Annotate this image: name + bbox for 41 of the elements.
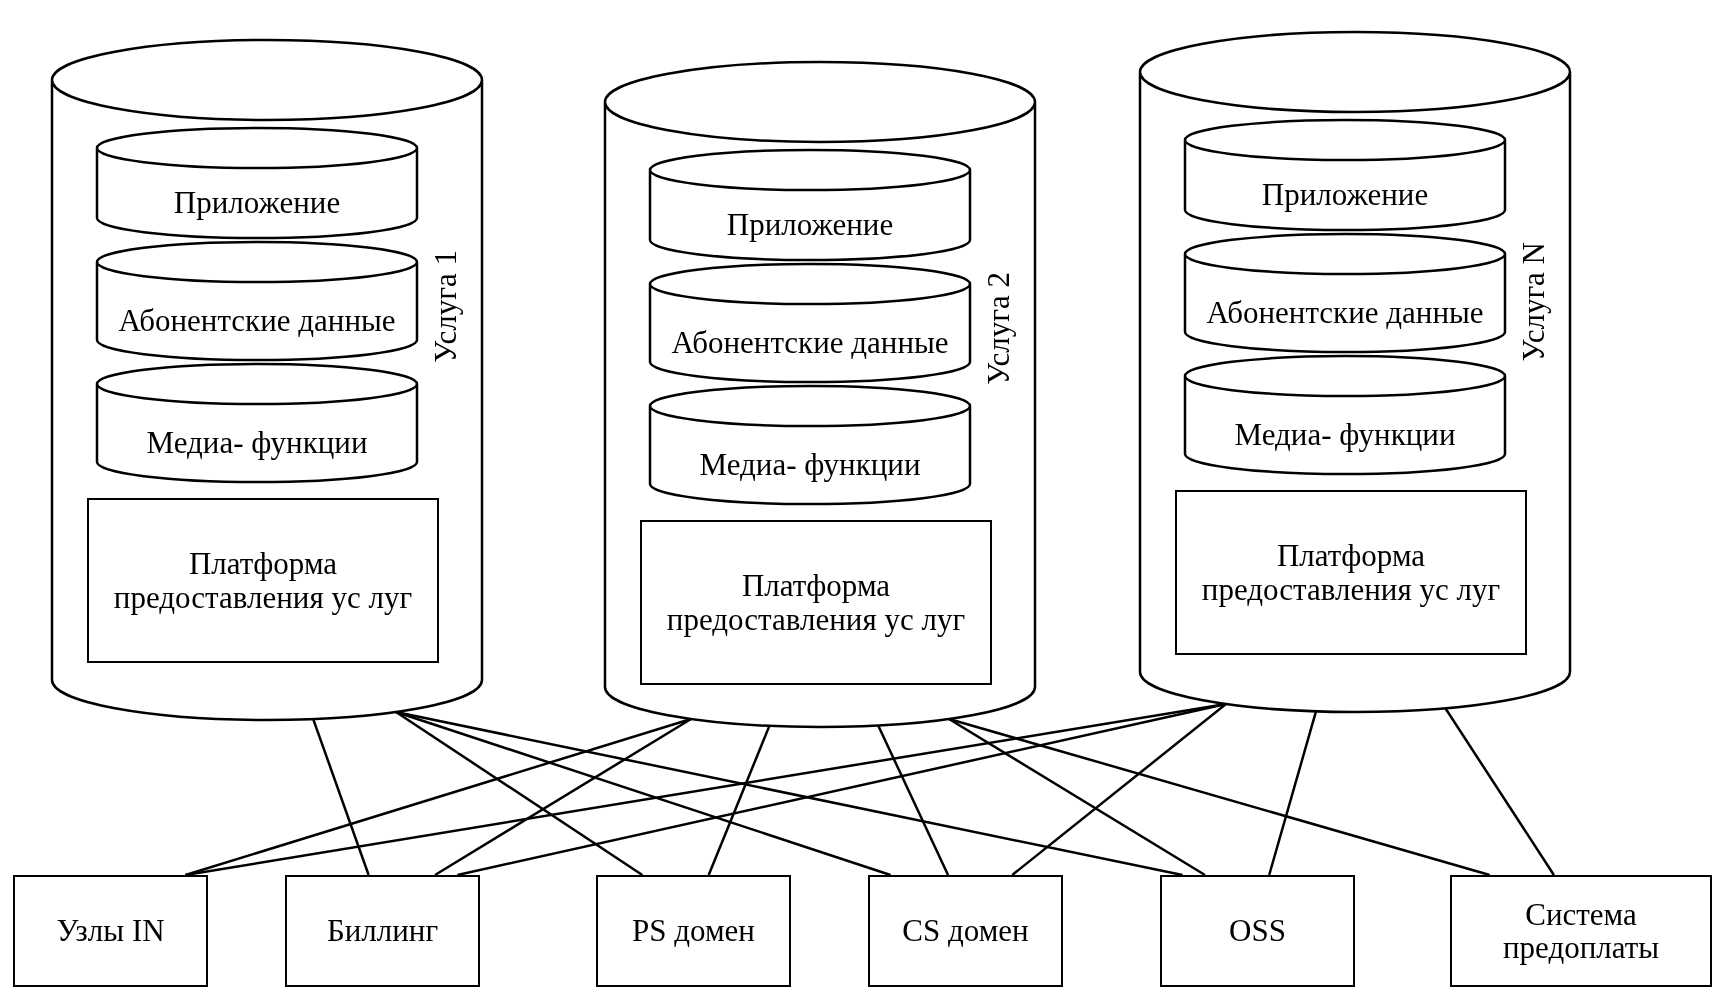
system-box	[596, 875, 791, 987]
platform-box	[87, 498, 439, 663]
system-box	[285, 875, 480, 987]
layer-label: Приложение	[1261, 178, 1429, 212]
connector-line	[395, 710, 643, 877]
service-label: Услуга N	[1516, 242, 1552, 362]
connector-line	[1268, 711, 1318, 876]
box-label: Биллинг	[325, 914, 440, 948]
box-label: CS домен	[901, 914, 1030, 948]
layer-label: Абонентские данные	[1206, 296, 1484, 330]
system-box	[1160, 875, 1355, 987]
box-label: OSS	[1228, 914, 1287, 948]
connector-line	[948, 717, 1491, 877]
service-label: Услуга 1	[428, 250, 464, 363]
box-label: Платформа предоставления ус луг	[112, 547, 414, 614]
layer-label: Приложение	[173, 186, 341, 220]
box-label: PS домен	[631, 914, 756, 948]
connector-line	[877, 725, 950, 876]
platform-box	[640, 520, 992, 685]
box-label: Система предоплаты	[1501, 897, 1661, 965]
connector-line	[1011, 703, 1227, 876]
platform-box	[1175, 490, 1527, 655]
connector-line	[395, 710, 1183, 877]
system-box	[13, 875, 208, 987]
layer-label: Приложение	[726, 208, 894, 242]
box-label: Платформа предоставления ус луг	[1200, 539, 1502, 606]
connector-line	[948, 717, 1206, 877]
connector-line	[1444, 707, 1555, 876]
layer-label: Медиа- функции	[1234, 418, 1456, 452]
layer-label: Абонентские данные	[118, 304, 396, 338]
layer-label: Медиа- функции	[699, 448, 921, 482]
connector-line	[707, 725, 771, 876]
box-label: Платформа предоставления ус луг	[665, 569, 967, 636]
layer-label: Медиа- функции	[146, 426, 368, 460]
connector-line	[434, 717, 692, 877]
system-box	[1450, 875, 1712, 987]
box-label: Узлы IN	[55, 914, 166, 948]
service-label: Услуга 2	[981, 272, 1017, 385]
connector-line	[312, 718, 370, 876]
layer-label: Абонентские данные	[671, 326, 949, 360]
system-box	[868, 875, 1063, 987]
